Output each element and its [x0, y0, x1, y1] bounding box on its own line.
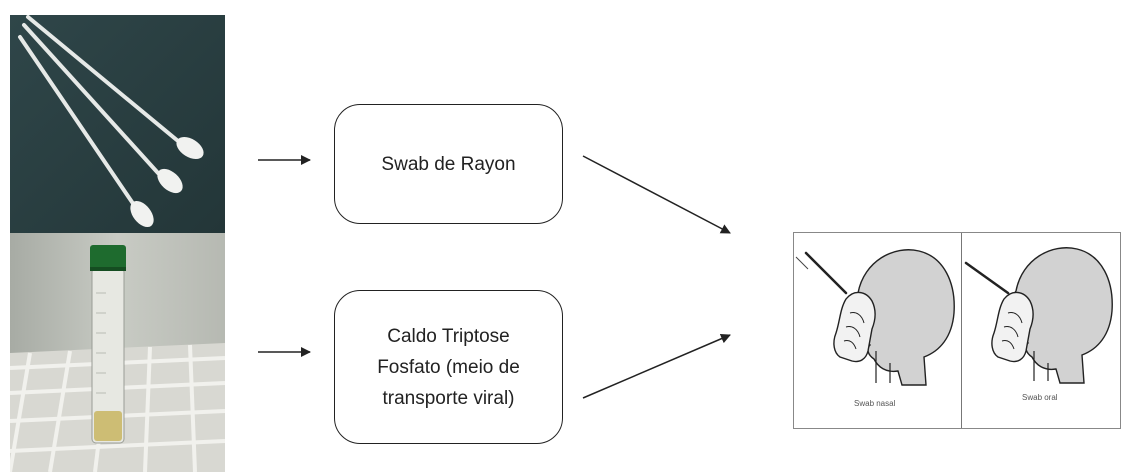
arrow-swab-to-collection: [582, 155, 731, 234]
caldo-box-line-2: Fosfato (meio de: [377, 356, 520, 378]
caldo-box-line-1: Caldo Triptose: [387, 325, 510, 347]
swab-tip-1: [176, 136, 204, 160]
caption-nasal: Swab nasal: [854, 399, 896, 408]
swab-photo: [10, 15, 225, 233]
panel-divider: [961, 233, 962, 428]
hand-right: [991, 291, 1034, 363]
swab-tip-2: [157, 168, 183, 194]
arrow-caldo-to-collection: [582, 333, 731, 399]
nasal-swab-panel: [795, 249, 955, 386]
transport-tube-photo: [10, 233, 225, 472]
swab-tip-3: [130, 200, 154, 228]
nasal-swab-stick: [804, 251, 848, 295]
hand-left: [833, 291, 876, 363]
swab-1: [26, 15, 180, 143]
swab-box-label: Swab de Rayon: [381, 153, 516, 175]
tube-cap: [90, 245, 126, 271]
oral-swab-panel: [964, 247, 1113, 384]
caldo-triptose-box: Caldo Triptose Fosfato (meio de transpor…: [334, 290, 563, 444]
swab-de-rayon-box: Swab de Rayon: [334, 104, 563, 224]
oral-swab-stick: [964, 261, 1010, 295]
caldo-box-line-3: transporte viral): [382, 387, 515, 409]
caption-oral: Swab oral: [1022, 393, 1058, 402]
tube-liquid: [94, 411, 122, 441]
collection-illustration: Swab nasal Swab oral: [793, 232, 1121, 429]
